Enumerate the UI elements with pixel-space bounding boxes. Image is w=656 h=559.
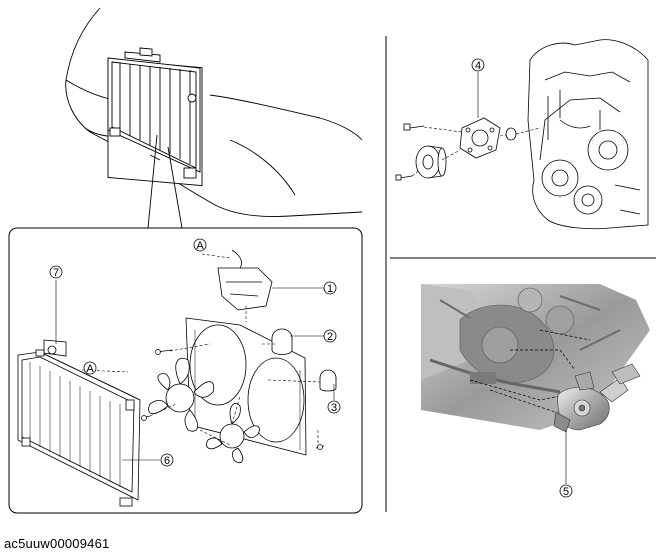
svg-text:7: 7 <box>53 267 59 279</box>
fan-motor-icon <box>271 328 337 392</box>
callout-leaders <box>55 280 335 461</box>
callout-3: 3 <box>327 400 341 414</box>
callout-1: 1 <box>323 281 337 295</box>
reference-a-radiator: A <box>83 361 97 375</box>
svg-text:1: 1 <box>327 283 333 295</box>
photo-dashed-lines <box>469 329 591 413</box>
pump-bolt-icon <box>395 123 425 181</box>
radiator-overview-view <box>65 7 363 229</box>
radiator-icon <box>17 339 141 507</box>
radiator-overview-icon <box>107 47 203 187</box>
svg-text:3: 3 <box>331 402 337 414</box>
water-pump-icon <box>459 117 517 159</box>
svg-text:5: 5 <box>563 486 569 498</box>
callout-4: 4 <box>471 58 485 72</box>
pulley-icon <box>415 145 447 179</box>
reference-a-top: A <box>193 238 207 252</box>
svg-text:A: A <box>196 240 204 252</box>
svg-text:4: 4 <box>475 60 481 72</box>
svg-text:A: A <box>86 363 94 375</box>
water-pump-engine-photo <box>421 284 650 484</box>
svg-text:6: 6 <box>164 455 170 467</box>
svg-text:2: 2 <box>327 331 333 343</box>
bolt-icon <box>141 349 325 450</box>
callout-5: 5 <box>559 484 573 498</box>
engine-block-icon <box>527 39 649 230</box>
water-pump-exploded-view <box>395 39 649 230</box>
pump-dashed-lines <box>411 126 541 177</box>
water-pump-photo-icon <box>553 363 641 433</box>
callout-7: 7 <box>49 265 63 279</box>
fan-blade-icon <box>148 357 260 464</box>
callout-6: 6 <box>160 453 174 467</box>
fan-bracket-icon <box>217 249 273 311</box>
callout-2: 2 <box>323 329 337 343</box>
figure-code: ac5uuw00009461 <box>4 536 110 551</box>
cooling-fan-detail-box <box>8 227 363 514</box>
